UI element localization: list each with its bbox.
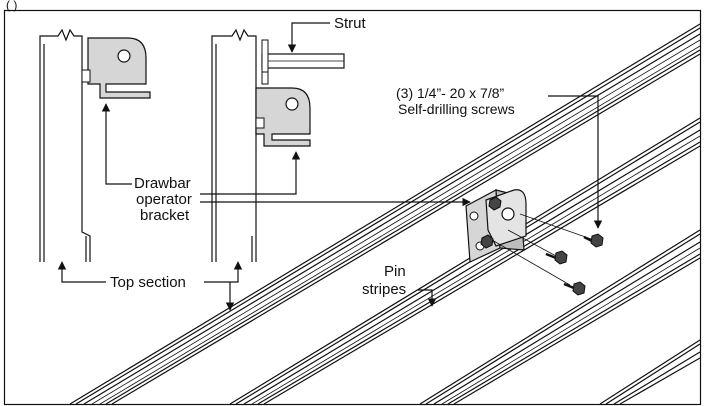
label-drawbar-line1: Drawbar [134, 175, 191, 192]
self-drilling-screw-icon [583, 233, 604, 248]
bracket-hole-icon [117, 49, 131, 63]
label-screws-line2: Self-drilling screws [398, 101, 515, 117]
screw-assembly [491, 213, 604, 296]
self-drilling-screw-icon [563, 281, 586, 296]
bracket-hole-icon [285, 97, 299, 111]
label-pin-line1: Pin [384, 263, 406, 280]
label-screws-line1: (3) 1/4”- 20 x 7/8” [396, 85, 504, 101]
side-view-with-strut [211, 28, 345, 262]
bracket-hole-icon [501, 207, 515, 221]
label-drawbar-line3: bracket [140, 207, 190, 224]
pin-stripes [229, 117, 701, 405]
label-strut: Strut [334, 15, 367, 32]
diagram-frame [3, 9, 702, 406]
label-pin-line2: stripes [362, 281, 406, 298]
door-top-section [69, 23, 701, 405]
drawbar-bracket-side [255, 87, 311, 147]
label-top-section: Top section [110, 274, 186, 291]
side-view-bracket-only [39, 28, 151, 262]
drawbar-bracket-side [87, 37, 151, 99]
label-drawbar-line2: operator [136, 191, 192, 208]
self-drilling-screw-icon [545, 250, 568, 265]
header-fragment: ( ) [6, 0, 17, 12]
